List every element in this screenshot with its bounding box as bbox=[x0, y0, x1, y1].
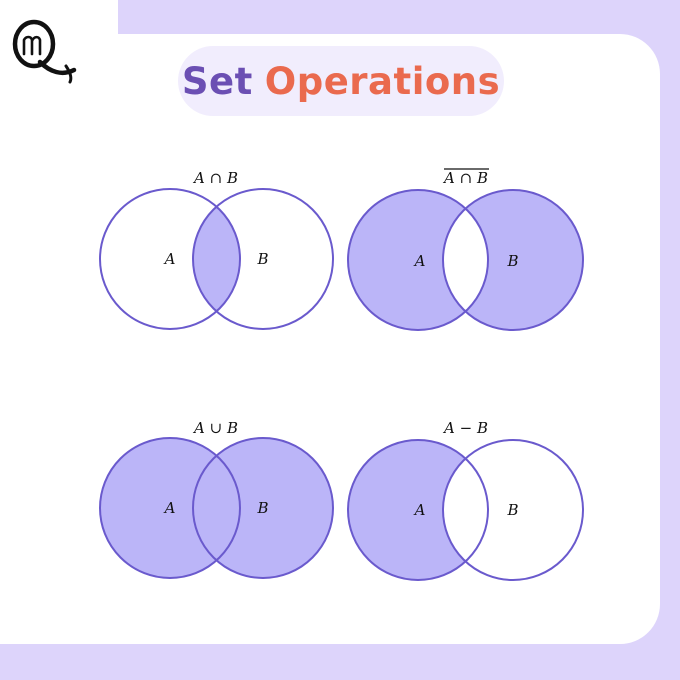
venn-difference: A − B A B bbox=[347, 419, 584, 581]
set-a-label: A bbox=[163, 499, 176, 517]
set-a-label: A bbox=[413, 252, 426, 270]
set-b-circle bbox=[192, 437, 334, 579]
qm-monogram-logo bbox=[12, 19, 77, 84]
set-a-circle bbox=[347, 189, 489, 331]
operation-label: A ∪ B bbox=[192, 419, 238, 437]
set-b-label: B bbox=[256, 499, 268, 517]
page-title: Set Operations bbox=[178, 46, 504, 116]
set-a-label: A bbox=[413, 501, 426, 519]
title-word-set: Set bbox=[181, 59, 253, 103]
set-b-circle bbox=[192, 188, 334, 330]
title-word-operations: Operations bbox=[264, 59, 501, 103]
set-b-circle bbox=[442, 439, 584, 581]
intersection-region bbox=[193, 189, 240, 329]
set-a-circle bbox=[347, 439, 489, 581]
b-region bbox=[193, 438, 333, 578]
set-a-label: A bbox=[163, 250, 176, 268]
set-a-circle bbox=[99, 188, 241, 330]
set-b-label: B bbox=[506, 252, 518, 270]
set-b-label: B bbox=[256, 250, 268, 268]
operation-label: A − B bbox=[442, 419, 488, 437]
operation-label: A ∩ B bbox=[442, 169, 488, 187]
set-b-circle bbox=[442, 189, 584, 331]
set-b-label: B bbox=[506, 501, 518, 519]
venn-intersection: A ∩ B A B bbox=[99, 169, 334, 330]
operation-label: A ∩ B bbox=[192, 169, 238, 187]
venn-not-intersection: A ∩ B A B bbox=[347, 168, 584, 331]
set-a-circle bbox=[99, 437, 241, 579]
venn-union: A ∪ B A B bbox=[99, 419, 334, 579]
